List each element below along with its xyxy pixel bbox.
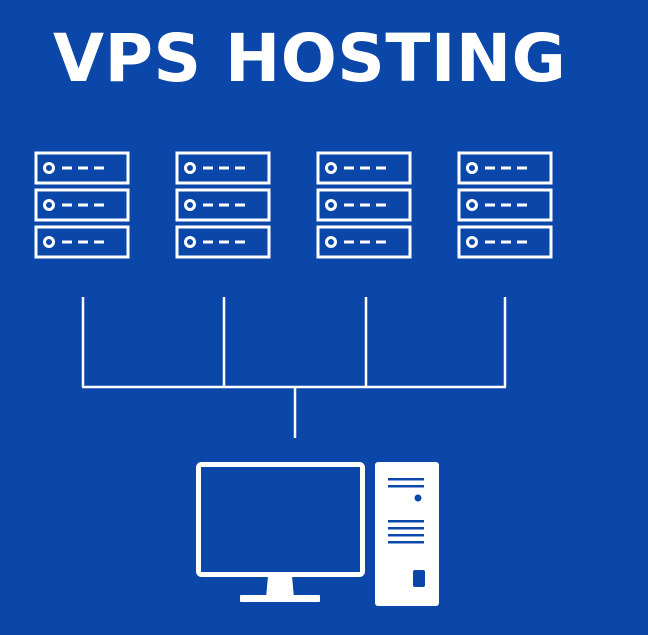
desktop-tower-icon xyxy=(375,462,439,606)
server-rack-icon xyxy=(457,151,553,259)
server-rack-icon xyxy=(316,151,412,259)
server-rack-icon xyxy=(175,151,271,259)
page-title: VPS HOSTING xyxy=(53,20,567,97)
server-rack-icon xyxy=(34,151,130,259)
network-connectors xyxy=(81,297,507,438)
monitor-icon xyxy=(196,462,365,602)
